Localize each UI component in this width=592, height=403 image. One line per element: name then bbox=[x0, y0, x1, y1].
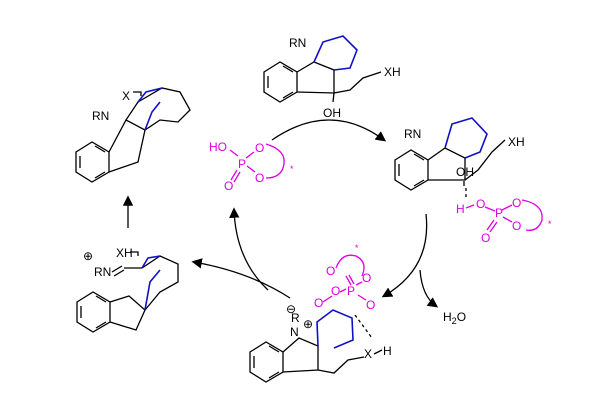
bottom-h-label: H bbox=[383, 344, 392, 358]
right-p-label: P bbox=[495, 206, 503, 220]
water-label: H2O bbox=[443, 310, 466, 326]
left-plus: ⊕ bbox=[83, 249, 93, 263]
arrow-top bbox=[271, 119, 387, 142]
water-byproduct: H2O bbox=[443, 310, 466, 326]
tl-x-label: X bbox=[122, 89, 130, 103]
bottom-n-label: N bbox=[290, 325, 299, 339]
cat-p-label: P bbox=[238, 157, 246, 171]
bottom-plus: ⊕ bbox=[303, 317, 313, 331]
top-rn-label: RN bbox=[289, 36, 306, 50]
cat-ho-label: HO bbox=[209, 140, 227, 154]
right-h-label: H bbox=[456, 202, 465, 216]
right-o3-label: O bbox=[512, 196, 521, 210]
cat-star: * bbox=[290, 164, 294, 174]
top-indoline-alcohol: RN OH XH bbox=[263, 35, 401, 120]
catalyst-phosphoric-acid: HO P O O O * bbox=[209, 140, 294, 193]
bottom-p-label: P bbox=[347, 284, 355, 298]
bottom-x-label: X bbox=[364, 347, 372, 361]
right-hbond-complex: RN OH XH H O P O O O * bbox=[394, 117, 552, 245]
right-star: * bbox=[548, 219, 552, 229]
cat-o3-label: O bbox=[255, 171, 264, 185]
left-iminium-ion: ⊕ RN XH bbox=[76, 246, 179, 333]
right-rn-label: RN bbox=[404, 127, 421, 141]
left-rn-label: RN bbox=[94, 265, 111, 279]
bottom-r-label: R bbox=[291, 311, 300, 325]
bottom-o4-label: O bbox=[366, 298, 375, 312]
bottom-minus: ⊖ bbox=[286, 302, 296, 316]
left-xh-label: XH bbox=[116, 246, 133, 260]
top-left-product: RN X bbox=[75, 87, 191, 183]
bottom-o1-label: O bbox=[314, 296, 323, 310]
arrow-water-out bbox=[419, 269, 439, 308]
tl-rn-label: RN bbox=[92, 109, 109, 123]
top-oh-label: OH bbox=[323, 106, 341, 120]
arrow-right-down bbox=[381, 213, 428, 298]
cat-o1-label: O bbox=[224, 179, 233, 193]
cycle-arrows bbox=[122, 119, 439, 308]
right-oh-label: OH bbox=[456, 165, 474, 179]
bottom-o3-label: O bbox=[362, 271, 371, 285]
right-xh-label: XH bbox=[508, 135, 525, 149]
arrow-to-iminium bbox=[191, 258, 291, 299]
bottom-o5-label: O bbox=[326, 264, 335, 278]
bottom-star: * bbox=[355, 243, 359, 253]
bottom-ion-pair: R N ⊖ ⊕ X H O O P O O O * bbox=[249, 243, 392, 383]
top-xh-label: XH bbox=[384, 65, 401, 79]
cat-o2-label: O bbox=[255, 141, 264, 155]
right-o-label: O bbox=[476, 197, 485, 211]
arrow-catalyst-regen bbox=[229, 207, 269, 291]
right-o4-label: O bbox=[512, 219, 521, 233]
right-o2-label: O bbox=[481, 231, 490, 245]
bottom-o2-label: O bbox=[331, 284, 340, 298]
